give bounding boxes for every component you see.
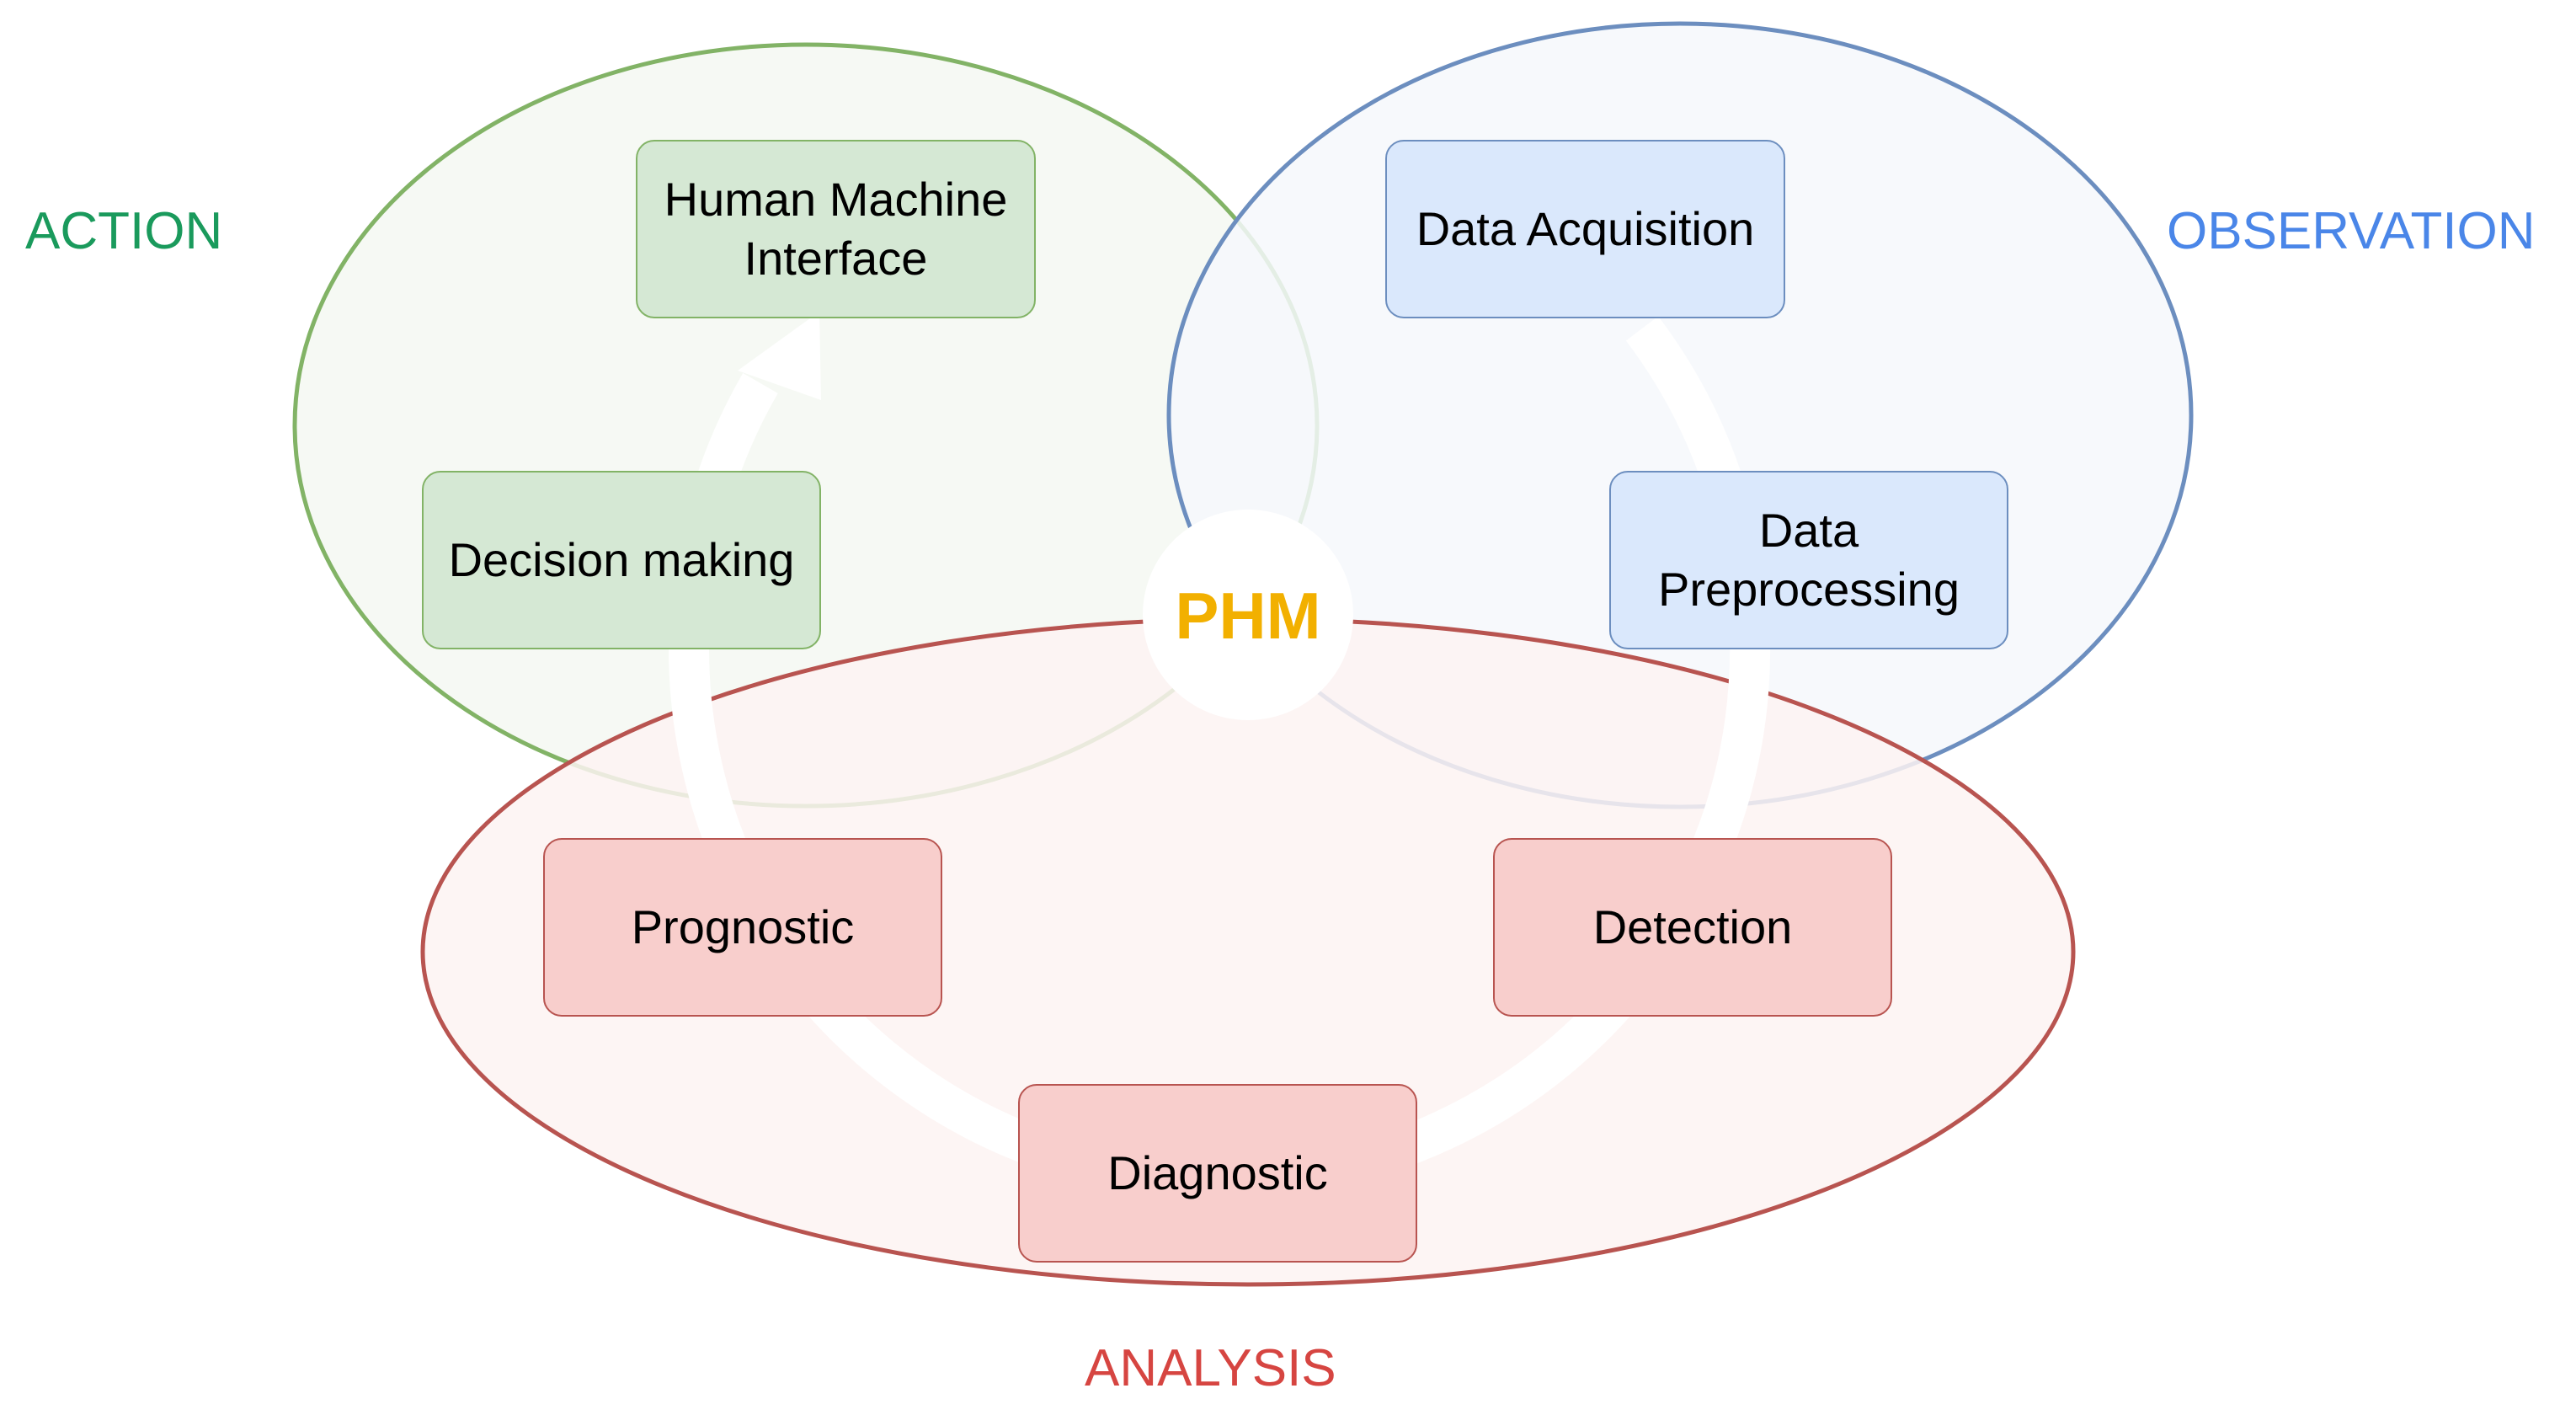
- diagnostic-box: Diagnostic: [1018, 1084, 1417, 1263]
- action-label: ACTION: [25, 202, 223, 260]
- data-acquisition-box: Data Acquisition: [1385, 140, 1785, 318]
- human-machine-interface-label: Human Machine Interface: [664, 173, 1008, 285]
- prognostic-label: Prognostic: [631, 900, 855, 953]
- phm-label: PHM: [1175, 579, 1321, 653]
- data-preprocessing-label: Data Preprocessing: [1658, 504, 1960, 616]
- cycle-arrow-head: [738, 312, 821, 400]
- decision-making-label: Decision making: [448, 533, 795, 586]
- phm-center-circle: [1143, 510, 1353, 720]
- detection-label: Detection: [1592, 900, 1793, 953]
- data-acquisition-label: Data Acquisition: [1416, 202, 1755, 255]
- human-machine-interface-box: Human Machine Interface: [636, 140, 1036, 318]
- decision-making-box: Decision making: [422, 471, 821, 649]
- prognostic-box: Prognostic: [543, 838, 942, 1017]
- detection-box: Detection: [1493, 838, 1892, 1017]
- data-preprocessing-box: Data Preprocessing: [1609, 471, 2008, 649]
- diagnostic-label: Diagnostic: [1107, 1146, 1328, 1199]
- observation-label: OBSERVATION: [2167, 202, 2536, 260]
- analysis-label: ANALYSIS: [1085, 1339, 1336, 1397]
